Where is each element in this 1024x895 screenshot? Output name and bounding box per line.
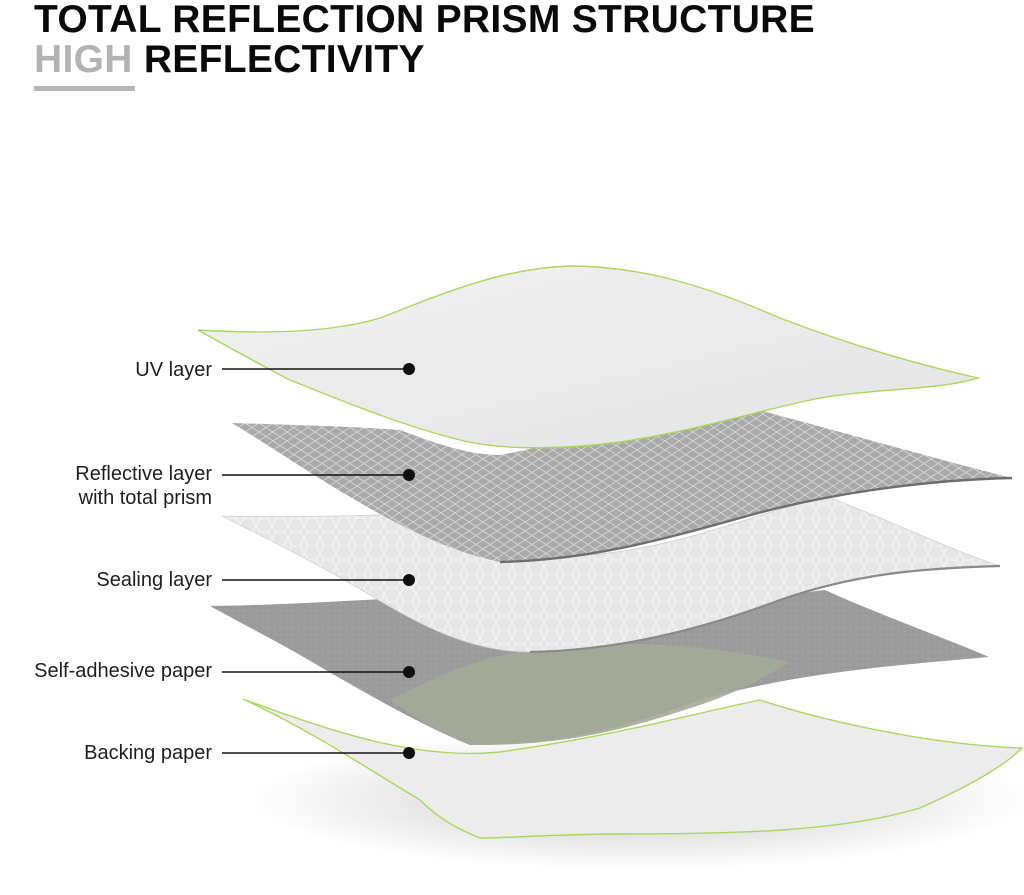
title-line-1: TOTAL REFLECTION PRISM STRUCTURE [34,0,815,41]
leader-adhesive [222,666,415,678]
label-reflective-line1: Reflective layer [75,463,212,485]
label-reflective-line2: with total prism [78,487,212,509]
label-sealing-layer: Sealing layer [96,569,212,591]
title-underline [34,86,135,91]
title-line-2: HIGH REFLECTIVITY [34,40,425,80]
sealing-layer-edge [529,564,1001,654]
uv-layer-sheet [197,265,981,449]
leader-reflective [222,469,415,481]
leader-sealing [222,574,415,586]
label-reflective-layer: Reflective layer with total prism [75,462,212,510]
leader-uv [222,363,415,375]
reflective-layer-sheet [232,400,1012,562]
label-backing-paper: Backing paper [84,742,212,764]
self-adhesive-overlap [390,643,790,746]
title-accent-high: HIGH [34,38,133,81]
label-uv-layer: UV layer [135,359,212,381]
backing-paper-sheet [242,698,1024,839]
reflective-layer-edge [499,476,1013,564]
leader-backing [222,747,415,759]
label-self-adhesive-paper: Self-adhesive paper [34,660,212,682]
title-reflectivity: REFLECTIVITY [143,38,425,81]
